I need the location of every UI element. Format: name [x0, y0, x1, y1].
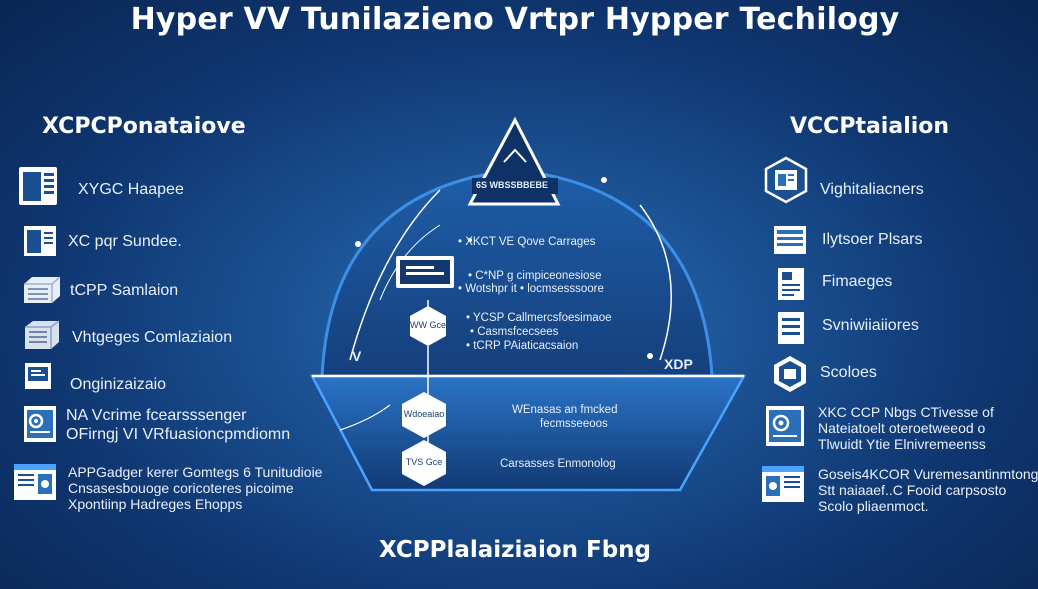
right-item-3: Fimaeges — [776, 266, 892, 302]
upper-text-3-line-1: • YCSP Callmercsfoesimaoe — [466, 312, 612, 324]
apex-label: 6S WBSSBBEBE — [476, 180, 549, 190]
left-item-4: Vhtgeges Comlaziaion — [22, 318, 232, 352]
left-item-7: APPGadger kerer Gomtegs 6 Tunitudioie Cn… — [12, 462, 322, 512]
right-column-heading: VCCPtaialion — [790, 114, 950, 139]
hex-badge-icon — [774, 356, 806, 392]
right-item-7-line-3: Scolo pliaenmoct. — [818, 498, 929, 514]
list-document-icon — [778, 312, 804, 344]
left-item-6-line-1: NA Vcrime fcearsssenger — [66, 407, 247, 424]
upper-text-2-line-2: • Wotshpr it • locmsesssoore — [458, 283, 604, 295]
left-item-5-line-1: Onginizaizaio — [70, 376, 167, 393]
right-item-1: Vighitaliacners — [764, 156, 924, 204]
right-item-6: XKC CCP Nbgs CTivesse of Nateiatoelt ote… — [764, 404, 994, 452]
right-item-7: Goseis4KCOR Vuremesantinmtong Stt naiaae… — [760, 464, 1038, 514]
right-item-4-line-1: Svniwiiaiiores — [822, 317, 919, 334]
left-item-3-line-1: tCPP Samlaion — [70, 282, 179, 299]
diagram-title: Hyper VV Tunilazieno Vrtpr Hypper Techil… — [130, 2, 900, 37]
left-item-5: Onginizaizaio — [24, 362, 166, 394]
left-item-2: XC pqr Sundee. — [22, 224, 182, 258]
left-item-4-line-1: Vhtgeges Comlaziaion — [72, 329, 233, 346]
upper-text-1: • XKCT VE Qove Carrages — [458, 236, 596, 248]
left-item-3: tCPP Samlaion — [20, 274, 178, 306]
server-rack-icon — [24, 276, 61, 303]
right-item-7-line-2: Stt naiaaef..C Fooid carpsosto — [818, 482, 1007, 498]
left-column-heading: XCPCPonataiove — [42, 114, 246, 139]
right-item-7-line-1: Goseis4KCOR Vuremesantinmtong — [818, 466, 1038, 482]
left-item-1: XYGC Haapee — [16, 164, 184, 208]
hex-window-icon — [764, 156, 808, 204]
upper-text-3-line-3: • tCRP PAiaticacsaion — [466, 340, 579, 352]
right-item-4: Svniwiiaiiores — [776, 310, 919, 346]
left-item-6-line-2: OFirngj VI VRfuasioncpmdiomn — [66, 426, 291, 443]
hex-node-upper — [410, 306, 446, 346]
right-item-2-line-1: Ilytsoer Plsars — [822, 231, 923, 248]
upper-text-3-line-2: • Casmsfcecsees — [470, 326, 559, 338]
left-item-2-line-1: XC pqr Sundee. — [68, 233, 182, 250]
lower-text-2: Carsasses Enmonolog — [500, 458, 616, 470]
monitor-icon — [25, 363, 51, 389]
upper-text-2-line-1: • C*NP g cimpiceonesiose — [468, 270, 602, 282]
settings-window-icon — [766, 406, 804, 446]
right-item-2: Ilytsoer Plsars — [772, 224, 922, 256]
right-item-5: Scoloes — [772, 354, 877, 394]
hex-upper-label: WW Gce — [410, 320, 446, 330]
window-panel-icon — [24, 226, 56, 256]
dashboard-window-icon — [762, 466, 804, 502]
left-item-7-line-2: Cnsasesbouoge coricoteres picoime — [68, 480, 294, 496]
document-icon — [778, 268, 804, 300]
right-item-5-line-1: Scoloes — [820, 364, 877, 381]
left-item-6: NA Vcrime fcearsssenger OFirngj VI VRfua… — [22, 404, 290, 444]
right-item-6-line-1: XKC CCP Nbgs CTivesse of — [818, 404, 994, 420]
right-item-1-line-1: Vighitaliacners — [820, 181, 924, 198]
lower-text-1-line-1: WEnasas an fmcked — [512, 404, 618, 416]
lower-text-1-line-2: fecmsseeoos — [540, 418, 608, 430]
left-item-7-line-3: Xpontiinp Hadreges Ehopps — [68, 496, 243, 512]
right-item-6-line-3: Tlwuidt Ytie Elnivremeenss — [818, 436, 986, 452]
settings-window-icon — [24, 406, 56, 442]
left-item-1-line-1: XYGC Haapee — [78, 181, 184, 198]
right-item-3-line-1: Fimaeges — [822, 273, 893, 290]
base-trapezoid — [309, 374, 747, 492]
dashboard-window-icon — [14, 464, 56, 500]
diagram-footer: XCPPlalaiziaion Fbng — [378, 537, 652, 563]
left-item-7-line-1: APPGadger kerer Gomtegs 6 Tunitudioie — [68, 464, 323, 480]
hex-node-lower-2 — [402, 440, 446, 486]
server-stack-icon — [25, 320, 60, 349]
hex-node-lower-1 — [402, 392, 446, 438]
window-panel-icon — [774, 226, 806, 254]
right-item-6-line-2: Nateiatoelt oteroetweeod o — [818, 420, 986, 436]
left-vertex-label: V — [352, 348, 362, 364]
hex-lower-1-label: Wdoeaiao — [403, 409, 445, 419]
hex-lower-2-label: TVS Gce — [405, 457, 443, 467]
edge-label: XDP — [664, 356, 693, 372]
server-window-icon — [19, 167, 57, 205]
